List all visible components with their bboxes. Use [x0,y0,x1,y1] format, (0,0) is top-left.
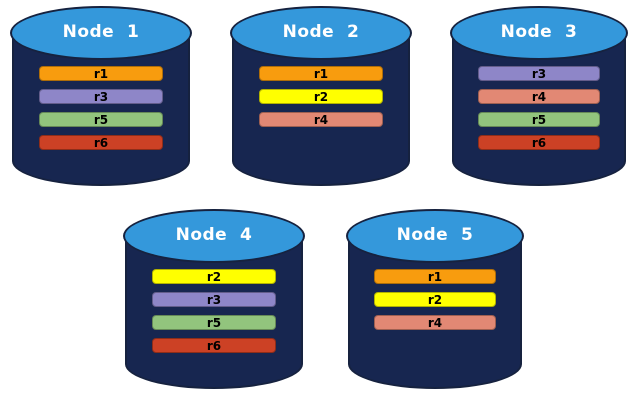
replica-bar: r3 [478,66,600,81]
replica-bar: r1 [39,66,163,81]
replica-label: r6 [93,135,109,150]
replica-label: r1 [427,269,443,284]
replica-label: r2 [206,269,222,284]
replica-label: r3 [206,292,222,307]
replica-bar: r2 [259,89,383,104]
replica-label: r5 [206,315,222,330]
node-label: Node 4 [175,224,253,245]
replica-label: r3 [531,66,547,81]
replica-bar: r5 [478,112,600,127]
replica-label: r5 [531,112,547,127]
replica-bar: r1 [374,269,496,284]
replica-bar: r3 [39,89,163,104]
replica-label: r2 [313,89,329,104]
cylinder-top-ellipse: Node 2 [230,6,412,60]
replica-bar: r6 [152,338,276,353]
replica-label: r6 [206,338,222,353]
replica-label: r1 [313,66,329,81]
database-node-5: Node 5 r1 r2 r4 [346,209,524,389]
cylinder-top-ellipse: Node 4 [123,209,305,263]
replica-bar: r6 [39,135,163,150]
node-label: Node 2 [282,21,360,42]
replica-bar: r6 [478,135,600,150]
replica-label: r6 [531,135,547,150]
cylinder-top-ellipse: Node 5 [346,209,524,263]
cylinder-top-ellipse: Node 1 [10,6,192,60]
node-label: Node 5 [396,224,474,245]
replica-bar: r2 [374,292,496,307]
database-node-1: Node 1 r1 r3 r5 r6 [10,6,192,186]
replica-label: r4 [427,315,443,330]
replica-bar: r2 [152,269,276,284]
replica-list: r1 r2 r4 [348,269,522,330]
replica-label: r3 [93,89,109,104]
replica-label: r4 [531,89,547,104]
replica-bar: r4 [259,112,383,127]
replica-bar: r5 [39,112,163,127]
replica-list: r3 r4 r5 r6 [452,66,626,150]
database-node-2: Node 2 r1 r2 r4 [230,6,412,186]
replica-bar: r1 [259,66,383,81]
replica-label: r5 [93,112,109,127]
node-label: Node 3 [500,21,578,42]
replica-bar: r4 [478,89,600,104]
replica-bar: r4 [374,315,496,330]
replica-label: r1 [93,66,109,81]
replica-bar: r5 [152,315,276,330]
replica-list: r1 r2 r4 [232,66,410,127]
replica-bar: r3 [152,292,276,307]
replica-label: r2 [427,292,443,307]
replica-list: r2 r3 r5 r6 [125,269,303,353]
node-label: Node 1 [62,21,140,42]
replica-label: r4 [313,112,329,127]
replica-list: r1 r3 r5 r6 [12,66,190,150]
database-node-3: Node 3 r3 r4 r5 r6 [450,6,628,186]
cylinder-top-ellipse: Node 3 [450,6,628,60]
database-node-4: Node 4 r2 r3 r5 r6 [123,209,305,389]
